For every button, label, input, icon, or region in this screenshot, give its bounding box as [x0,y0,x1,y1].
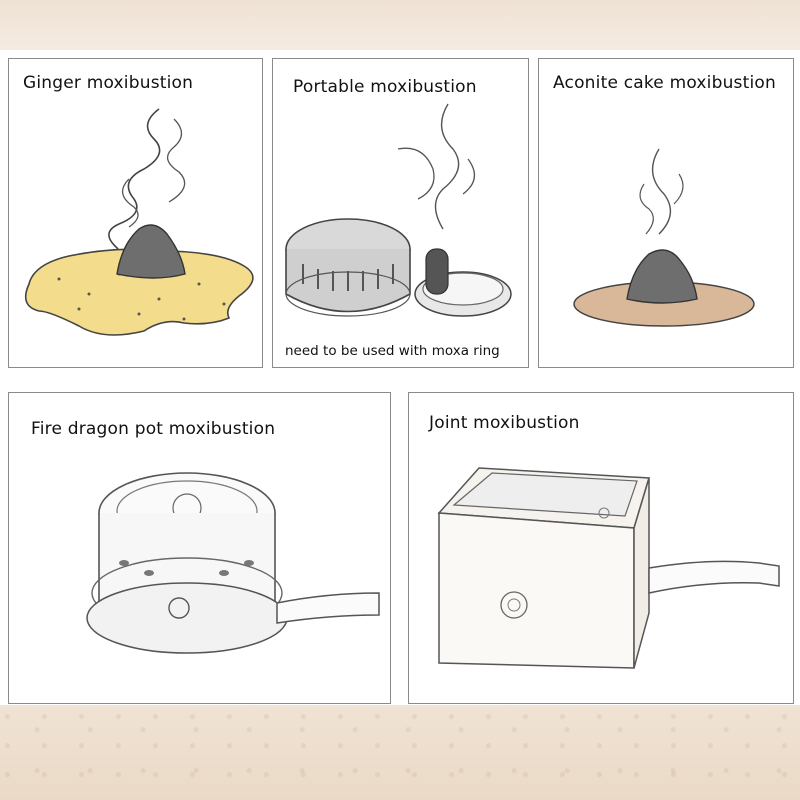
panel-ginger: Ginger moxibustion [8,58,263,368]
panel-portable: Portable moxibustion need to be used wit… [272,58,529,368]
panel-title: Aconite cake moxibustion [553,73,776,93]
panel-fire-dragon-pot: Fire dragon pot moxibustion [8,392,391,704]
top-background [0,0,800,50]
panel-joint: Joint moxibustion [408,392,794,704]
fire-dragon-pot-illustration [86,472,380,654]
panel-aconite: Aconite cake moxibustion [538,58,794,368]
aconite-cake-moxa-illustration [573,148,755,327]
ginger-moxa-illustration [24,108,254,336]
bottom-background [0,705,800,800]
usage-note: need to be used with moxa ring [285,343,500,359]
panel-title: Ginger moxibustion [23,73,194,93]
panel-title: Joint moxibustion [429,413,580,433]
panel-title: Fire dragon pot moxibustion [31,419,276,439]
portable-moxa-box-illustration [285,103,512,317]
joint-moxa-box-illustration [437,467,780,669]
panel-title: Portable moxibustion [293,77,477,97]
